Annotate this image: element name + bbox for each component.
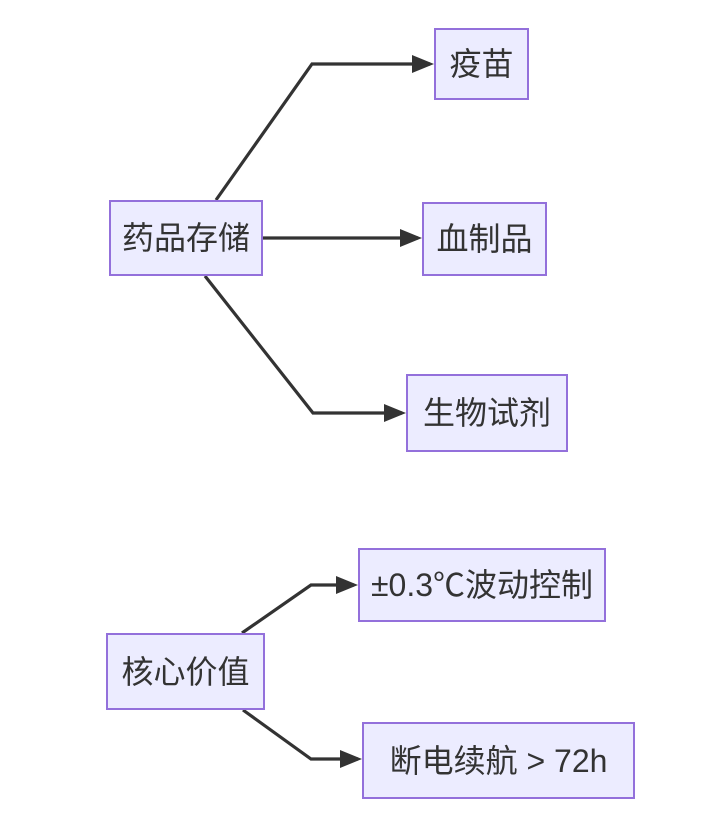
node-vaccine: 疫苗	[434, 28, 529, 100]
node-temperature-control: ±0.3℃波动控制	[358, 548, 606, 622]
node-label: 疫苗	[449, 46, 514, 82]
node-drug-storage: 药品存储	[109, 200, 263, 276]
node-label: ±0.3℃波动控制	[370, 567, 594, 603]
node-label: 血制品	[436, 221, 533, 257]
node-core-value: 核心价值	[106, 633, 265, 710]
node-label: 核心价值	[121, 653, 250, 690]
edge-storage-vaccine	[214, 55, 434, 201]
edge-core-backup	[242, 708, 362, 768]
node-label: 生物试剂	[422, 395, 551, 431]
node-label: 断电续航 > 72h	[389, 742, 608, 779]
node-label: 药品存储	[121, 220, 250, 256]
edge-storage-reagent	[203, 275, 406, 422]
node-blood-products: 血制品	[422, 202, 547, 276]
node-biological-reagents: 生物试剂	[406, 374, 568, 452]
node-power-backup: 断电续航 > 72h	[362, 722, 635, 799]
edge-core-temp	[241, 576, 358, 635]
